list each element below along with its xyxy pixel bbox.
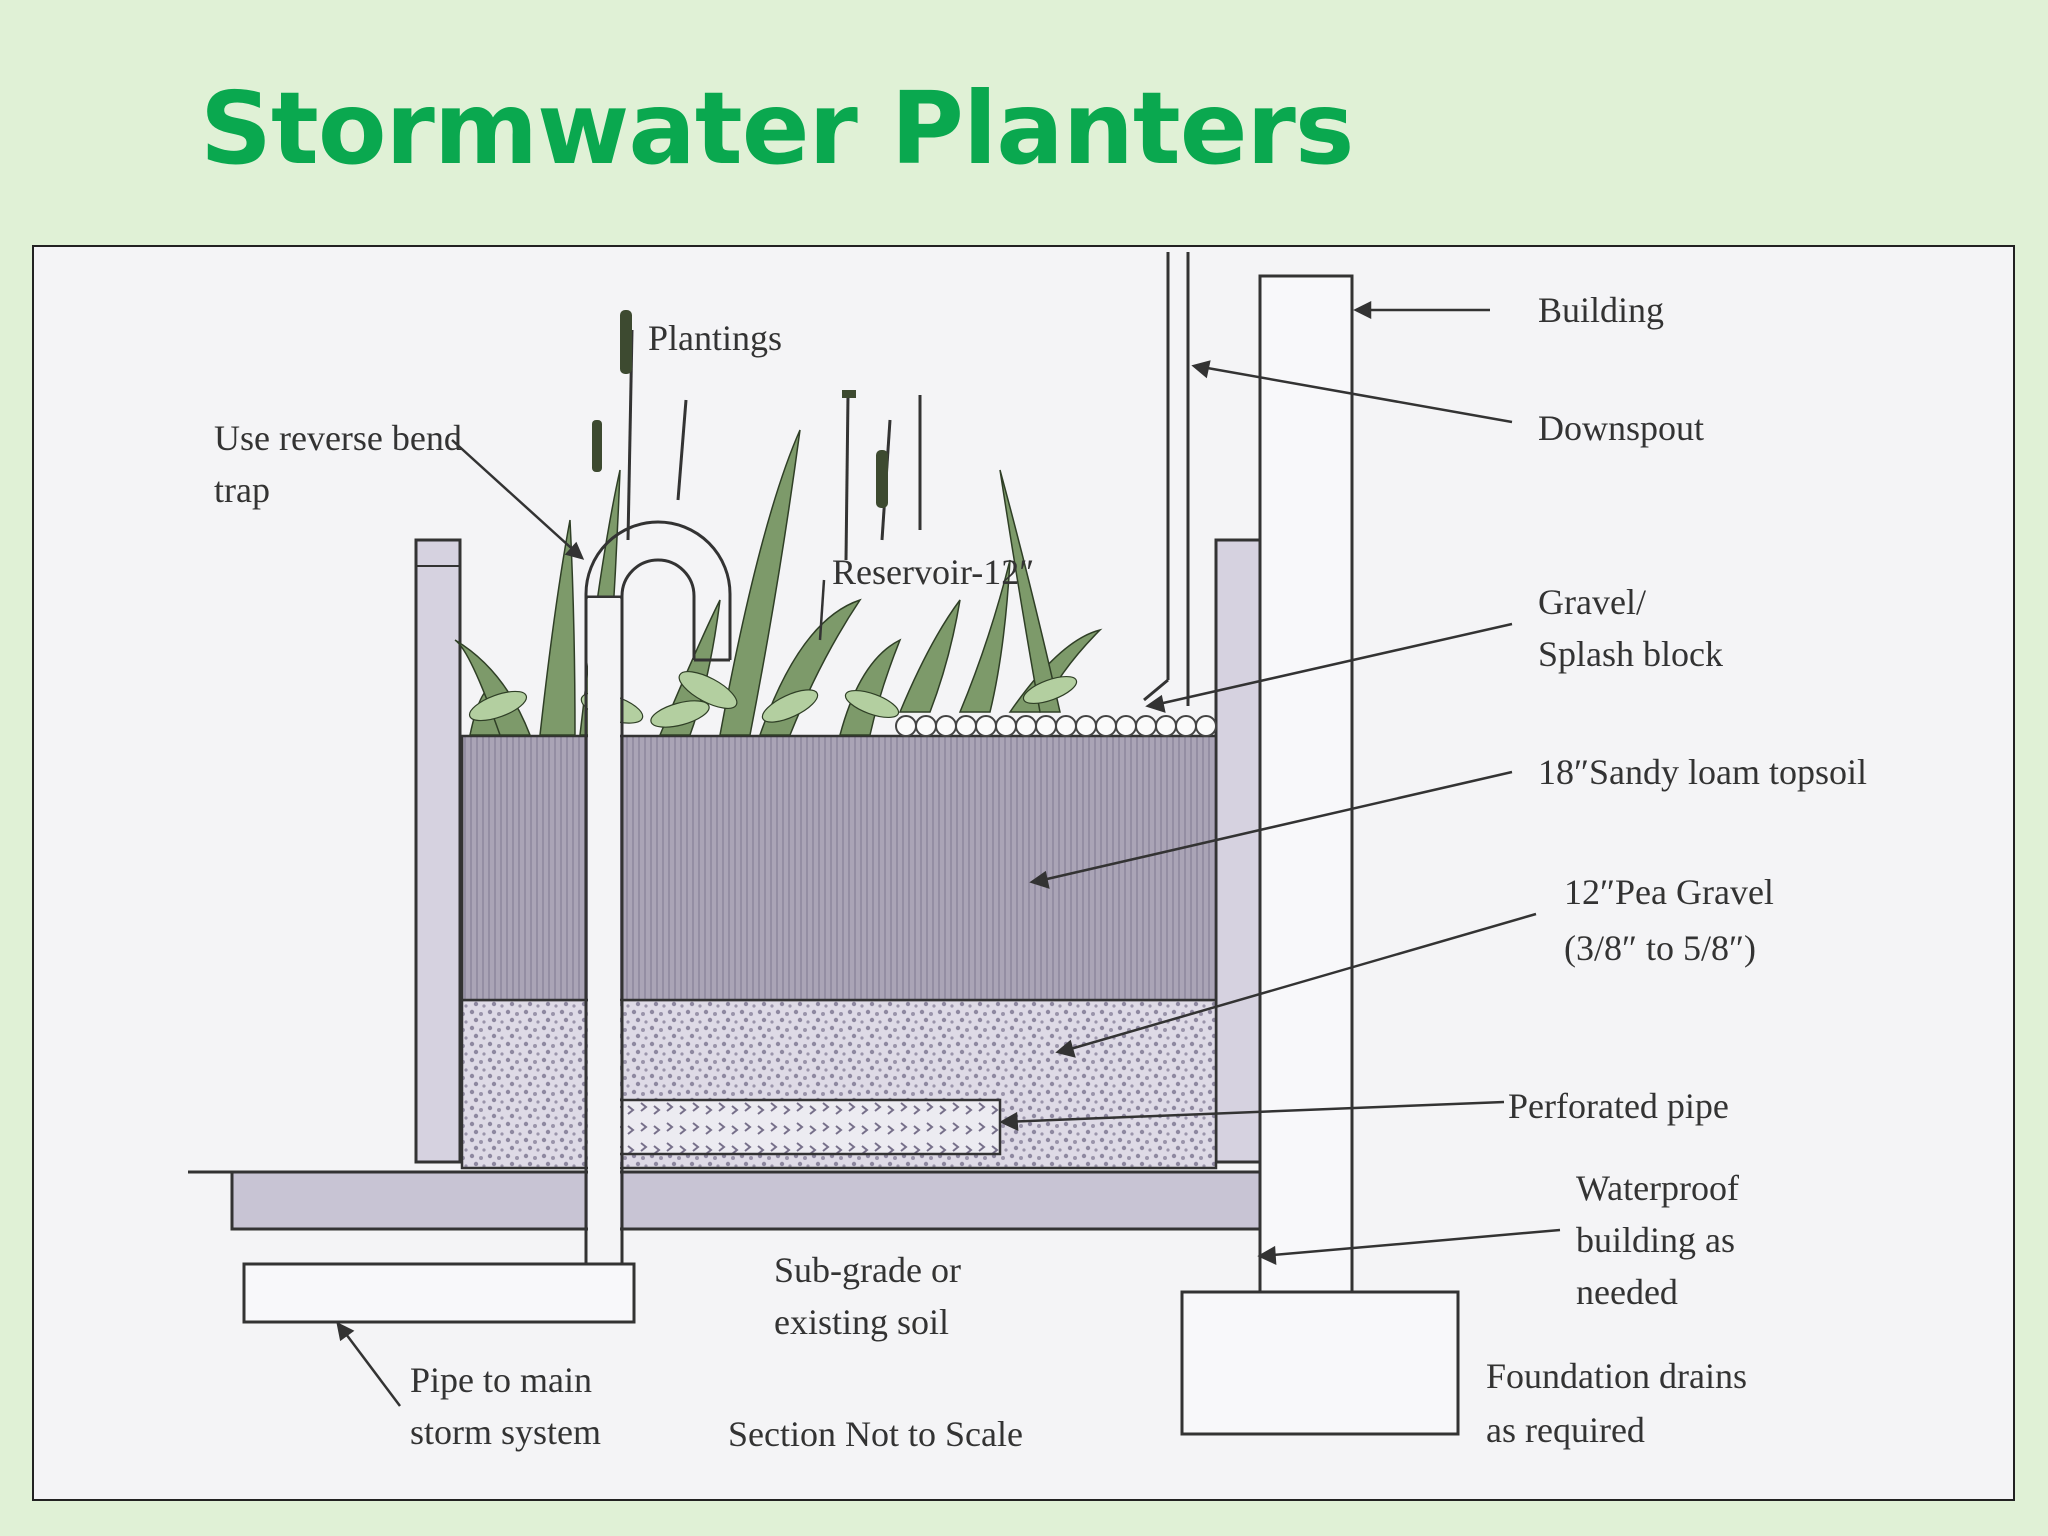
perforated-pipe bbox=[608, 1098, 1002, 1156]
label-reverse-bend: Use reverse bend bbox=[214, 418, 462, 458]
label-gravel: Gravel/ bbox=[1538, 582, 1646, 622]
label-subgrade: Sub-grade or bbox=[774, 1250, 961, 1290]
label-splash-block: Splash block bbox=[1538, 634, 1723, 674]
label-pea-gravel: 12″Pea Gravel bbox=[1564, 872, 1774, 912]
label-building: Building bbox=[1538, 290, 1664, 330]
pipe-to-main bbox=[242, 1262, 636, 1324]
label-foundation-required: as required bbox=[1486, 1410, 1645, 1450]
label-downspout: Downspout bbox=[1538, 408, 1704, 448]
label-waterproof-needed: needed bbox=[1576, 1272, 1678, 1312]
reverse-bend-trap bbox=[584, 520, 732, 1264]
label-pipe-to-main: Pipe to main bbox=[410, 1360, 592, 1400]
slide-title: Stormwater Planters bbox=[200, 70, 1354, 187]
label-pea-gravel-size: (3/8″ to 5/8″) bbox=[1564, 928, 1756, 968]
label-scale-note: Section Not to Scale bbox=[728, 1414, 1023, 1454]
splash-block-gravel bbox=[895, 715, 1217, 737]
label-perforated-pipe: Perforated pipe bbox=[1508, 1086, 1729, 1126]
planter-wall-right bbox=[1214, 538, 1262, 1164]
label-plantings: Plantings bbox=[648, 318, 782, 358]
label-waterproof: Waterproof bbox=[1576, 1168, 1739, 1208]
label-storm-system: storm system bbox=[410, 1412, 601, 1452]
label-topsoil: 18″Sandy loam topsoil bbox=[1538, 752, 1867, 792]
label-waterproof-building: building as bbox=[1576, 1220, 1735, 1260]
label-reservoir: Reservoir-12″ bbox=[832, 552, 1034, 592]
label-trap: trap bbox=[214, 470, 270, 510]
planter-wall-left bbox=[414, 538, 462, 1164]
topsoil-layer bbox=[460, 734, 1218, 1002]
label-foundation-drains: Foundation drains bbox=[1486, 1356, 1747, 1396]
building bbox=[1180, 274, 1460, 1436]
downspout bbox=[1143, 252, 1190, 706]
ground-slab bbox=[188, 1170, 1265, 1231]
label-existing-soil: existing soil bbox=[774, 1302, 949, 1342]
leader-lines bbox=[336, 300, 1561, 1407]
plantings-icon bbox=[454, 310, 1103, 736]
